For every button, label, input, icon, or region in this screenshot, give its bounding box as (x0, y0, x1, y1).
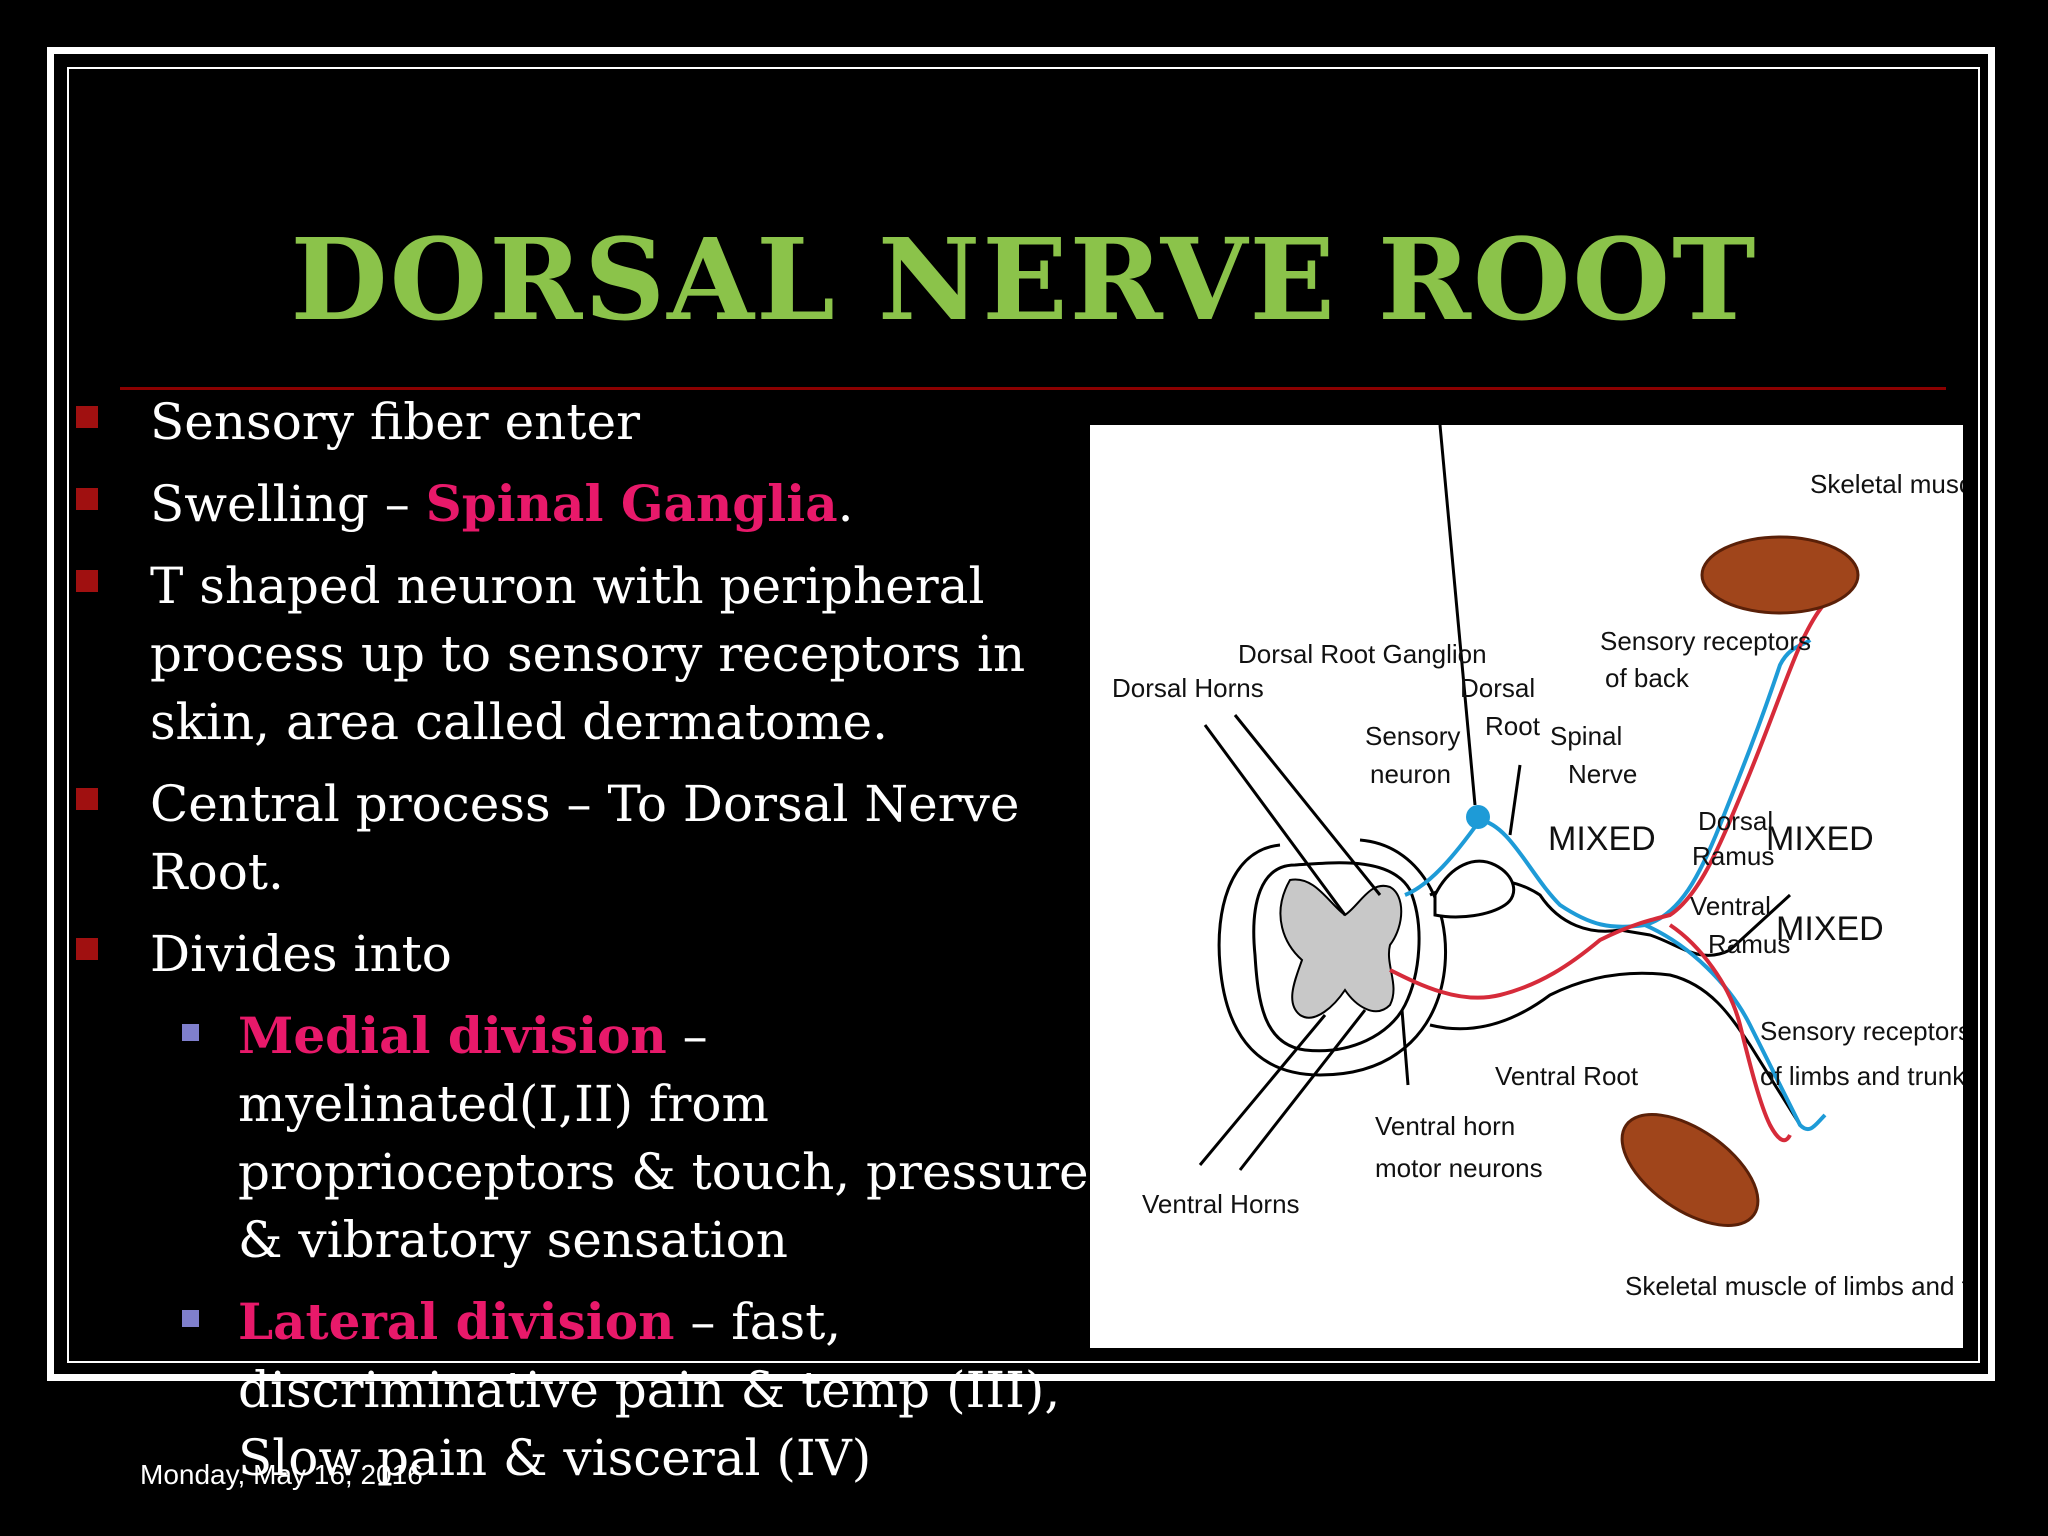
pointer-line (1508, 764, 1522, 836)
label-sensory-receptors-back-2: of back (1605, 663, 1690, 693)
label-sensory-neuron-2: neuron (1370, 759, 1451, 789)
bullet-text: Divides into (150, 925, 452, 983)
bullet-text: Central process – To Dorsal Nerve Root. (150, 775, 1020, 901)
sub-bullet-highlight: Medial division (238, 1006, 667, 1065)
label-ventral-root: Ventral Root (1495, 1061, 1639, 1091)
label-sensory-neuron-1: Sensory (1365, 721, 1460, 751)
pointer-line (1238, 1009, 1367, 1171)
label-spinal-nerve-2: Nerve (1568, 759, 1637, 789)
title-divider (120, 387, 1946, 390)
sub-bullet-item-1: Medial division – myelinated(I,II) from … (70, 1002, 1090, 1274)
sub-bullet-square-icon (182, 1310, 199, 1327)
label-dorsal-horns: Dorsal Horns (1112, 673, 1264, 703)
skeletal-muscle-back (1700, 535, 1860, 615)
label-ventral-horns: Ventral Horns (1142, 1189, 1300, 1219)
spinal-nerve-svg: Skeletal muscle of back Sensory receptor… (1112, 425, 1963, 1301)
pointer-line (1233, 714, 1382, 896)
slide-title: DORSAL NERVE ROOT (290, 215, 1758, 346)
label-mixed-dorsal: MIXED (1766, 820, 1874, 858)
bullet-item-5: Divides into (70, 920, 1090, 988)
bullet-text-post: . (837, 475, 854, 533)
spinal-nerve-diagram: Skeletal muscle of back Sensory receptor… (1090, 425, 1963, 1348)
sub-bullet-text: – fast, discriminative pain & temp (III)… (238, 1293, 1061, 1487)
bullet-item-3: T shaped neuron with peripheral process … (70, 552, 1090, 756)
label-skeletal-muscle-limbs: Skeletal muscle of limbs and trunk (1625, 1271, 1963, 1301)
sub-bullet-highlight: Lateral division (238, 1292, 675, 1351)
pointer-line (1203, 724, 1347, 916)
pointer-line (1400, 1009, 1410, 1086)
bullet-item-4: Central process – To Dorsal Nerve Root. (70, 770, 1090, 906)
label-sensory-receptors-limbs-2: of limbs and trunk (1760, 1061, 1963, 1091)
label-spinal-nerve-1: Spinal (1550, 721, 1622, 751)
label-skeletal-muscle-back: Skeletal muscle of back (1810, 469, 1963, 499)
bullet-text-pre: Swelling – (150, 475, 426, 533)
sub-bullet-square-icon (182, 1024, 199, 1041)
skeletal-muscle-limbs (1620, 1113, 1760, 1227)
label-dorsal-ramus-1: Dorsal (1698, 806, 1773, 836)
bullet-text: T shaped neuron with peripheral process … (150, 557, 1026, 751)
sub-bullet-text: – myelinated(I,II) from proprioceptors &… (238, 1007, 1089, 1269)
sensory-fiber-limbs (1644, 923, 1827, 1132)
pointer-line (1438, 425, 1477, 806)
bullet-square-icon (76, 788, 98, 810)
bullet-square-icon (76, 488, 98, 510)
sensory-neuron-cell (1466, 805, 1490, 829)
bullet-square-icon (76, 570, 98, 592)
label-mixed-ventral: MIXED (1776, 910, 1884, 948)
slide-date: Monday, May 16, 2016 (140, 1459, 423, 1490)
bullet-item-1: Sensory fiber enter (70, 388, 1090, 456)
label-mixed-spinal: MIXED (1548, 820, 1656, 858)
sub-bullet-item-2: Lateral division – fast, discriminative … (70, 1288, 1090, 1492)
bullet-text: Sensory fiber enter (150, 393, 640, 451)
grey-matter (1279, 878, 1403, 1019)
label-ventral-horn-2: motor neurons (1375, 1153, 1543, 1183)
motor-fiber-limbs (1668, 923, 1792, 1143)
label-ventral-ramus-1: Ventral (1690, 891, 1771, 921)
ganglion-body (1433, 859, 1516, 919)
label-sensory-receptors-limbs-1: Sensory receptors (1760, 1016, 1963, 1046)
label-dorsal-root-2: Root (1485, 711, 1541, 741)
motor-fiber (1389, 583, 1851, 1000)
pointer-line (1198, 1014, 1327, 1166)
bullet-square-icon (76, 938, 98, 960)
slide-outer-frame (47, 47, 1995, 1381)
label-dorsal-root-1: Dorsal (1460, 673, 1535, 703)
label-ventral-horn-1: Ventral horn (1375, 1111, 1515, 1141)
bullet-list: Sensory fiber enter Swelling – Spinal Ga… (70, 388, 1090, 1506)
slide-inner-frame (67, 67, 1980, 1363)
bullet-square-icon (76, 406, 98, 428)
bullet-highlight: Spinal Ganglia (425, 474, 838, 533)
label-sensory-receptors-back: Sensory receptors (1600, 626, 1811, 656)
label-dorsal-root-ganglion: Dorsal Root Ganglion (1238, 639, 1487, 669)
label-ventral-ramus-2: Ramus (1708, 929, 1790, 959)
bullet-item-2: Swelling – Spinal Ganglia. (70, 470, 1090, 538)
label-dorsal-ramus-2: Ramus (1692, 841, 1774, 871)
